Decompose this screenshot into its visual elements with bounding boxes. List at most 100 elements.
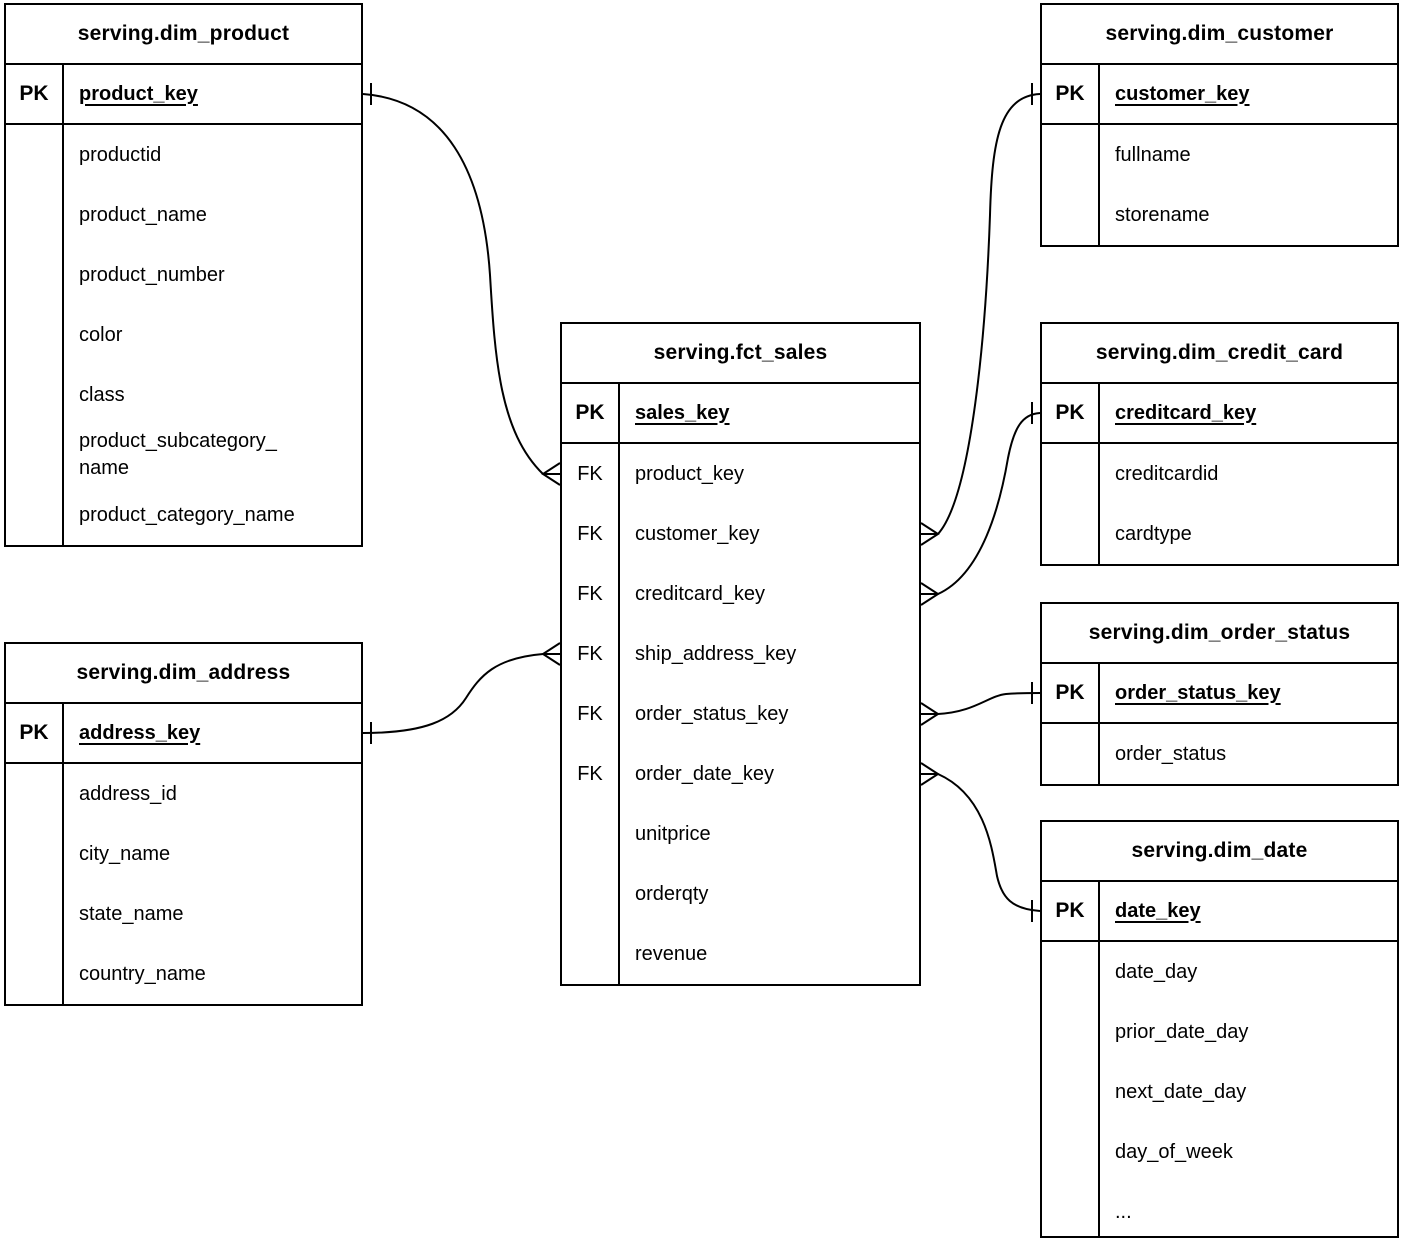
cardinality-many-crowfoot bbox=[541, 462, 561, 486]
field-row: state_name bbox=[6, 884, 361, 944]
cardinality-many-crowfoot bbox=[541, 642, 561, 666]
entity-dim-customer: serving.dim_customer PK customer_key ful… bbox=[1040, 3, 1399, 247]
key-badge bbox=[6, 764, 64, 824]
field-row: city_name bbox=[6, 824, 361, 884]
entity-title: serving.dim_customer bbox=[1042, 5, 1397, 65]
key-badge bbox=[6, 884, 64, 944]
field-name: ... bbox=[1115, 1201, 1132, 1223]
field-name: state_name bbox=[79, 902, 184, 925]
field-name: orderqty bbox=[635, 882, 709, 905]
field-name: address_id bbox=[79, 782, 177, 805]
cardinality-many-crowfoot bbox=[920, 522, 940, 546]
field-name: next_date_day bbox=[1115, 1080, 1247, 1103]
key-badge bbox=[562, 924, 620, 984]
relationship-fct-sales-to-date bbox=[920, 762, 1041, 922]
fk-badge: FK bbox=[562, 444, 620, 504]
key-badge bbox=[562, 804, 620, 864]
key-badge bbox=[1042, 125, 1100, 185]
key-badge bbox=[1042, 185, 1100, 245]
entity-title: serving.dim_credit_card bbox=[1042, 324, 1397, 384]
field-name: creditcardid bbox=[1115, 462, 1219, 485]
field-name: city_name bbox=[79, 842, 171, 865]
field-name: fullname bbox=[1115, 143, 1191, 166]
field-name: prior_date_day bbox=[1115, 1020, 1249, 1043]
field-row: fullname bbox=[1042, 125, 1397, 185]
relationship-wire bbox=[937, 412, 1041, 595]
pk-row: PK customer_key bbox=[1042, 65, 1397, 125]
fk-badge: FK bbox=[562, 624, 620, 684]
entity-title: serving.dim_order_status bbox=[1042, 604, 1397, 664]
pk-field: customer_key bbox=[1115, 82, 1250, 105]
key-badge bbox=[6, 305, 64, 365]
field-row: revenue bbox=[562, 924, 919, 984]
pk-field: date_key bbox=[1115, 899, 1201, 922]
entity-dim-credit-card: serving.dim_credit_card PK creditcard_ke… bbox=[1040, 322, 1399, 566]
field-name: product_subcategory_name bbox=[79, 430, 277, 479]
field-name: creditcard_key bbox=[635, 582, 766, 605]
field-name: product_name bbox=[79, 203, 207, 226]
field-row: productid bbox=[6, 125, 361, 185]
field-row: color bbox=[6, 305, 361, 365]
pk-badge: PK bbox=[1042, 882, 1100, 940]
relationship-wire bbox=[937, 692, 1041, 715]
field-row: country_name bbox=[6, 944, 361, 1004]
entity-fct-sales: serving.fct_sales PK sales_key FK product… bbox=[560, 322, 921, 986]
entity-title: serving.dim_date bbox=[1042, 822, 1397, 882]
key-badge bbox=[1042, 724, 1100, 784]
field-name: order_date_key bbox=[635, 762, 774, 785]
field-row: order_status bbox=[1042, 724, 1397, 784]
entity-dim-order-status: serving.dim_order_status PK order_status… bbox=[1040, 602, 1399, 786]
pk-row: PK address_key bbox=[6, 704, 361, 764]
fk-badge: FK bbox=[562, 564, 620, 624]
key-badge bbox=[1042, 1122, 1100, 1182]
field-row: product_category_name bbox=[6, 485, 361, 545]
pk-badge: PK bbox=[562, 384, 620, 442]
field-name: order_status_key bbox=[635, 702, 789, 725]
field-row: FK creditcard_key bbox=[562, 564, 919, 624]
field-name: product_number bbox=[79, 263, 225, 286]
field-name: revenue bbox=[635, 942, 708, 965]
key-badge bbox=[6, 425, 64, 485]
field-row: FK order_status_key bbox=[562, 684, 919, 744]
fk-badge: FK bbox=[562, 684, 620, 744]
field-name: product_key bbox=[635, 462, 744, 485]
field-name: productid bbox=[79, 143, 162, 166]
cardinality-many-crowfoot bbox=[920, 702, 940, 726]
field-name: class bbox=[79, 383, 125, 406]
pk-field: order_status_key bbox=[1115, 681, 1281, 704]
field-name: date_day bbox=[1115, 960, 1198, 983]
field-row: storename bbox=[1042, 185, 1397, 245]
field-row: next_date_day bbox=[1042, 1062, 1397, 1122]
key-badge bbox=[6, 125, 64, 185]
field-name: product_category_name bbox=[79, 503, 295, 526]
entity-dim-product: serving.dim_product PK product_key produ… bbox=[4, 3, 363, 547]
relationship-wire bbox=[362, 653, 544, 734]
key-badge bbox=[6, 824, 64, 884]
field-row: date_day bbox=[1042, 942, 1397, 1002]
key-badge bbox=[6, 944, 64, 1004]
field-row: address_id bbox=[6, 764, 361, 824]
pk-badge: PK bbox=[6, 704, 64, 762]
relationship-wire bbox=[362, 93, 544, 475]
field-row: product_name bbox=[6, 185, 361, 245]
pk-field: creditcard_key bbox=[1115, 401, 1257, 424]
field-name: ship_address_key bbox=[635, 642, 797, 665]
key-badge bbox=[1042, 1182, 1100, 1236]
field-row: creditcardid bbox=[1042, 444, 1397, 504]
field-name: color bbox=[79, 323, 123, 346]
entity-title: serving.fct_sales bbox=[562, 324, 919, 384]
relationship-fct-sales-to-customer bbox=[920, 83, 1041, 546]
fk-badge: FK bbox=[562, 504, 620, 564]
key-badge bbox=[6, 245, 64, 305]
pk-badge: PK bbox=[1042, 384, 1100, 442]
pk-field: address_key bbox=[79, 721, 201, 744]
field-name: unitprice bbox=[635, 822, 711, 845]
field-name: day_of_week bbox=[1115, 1140, 1233, 1163]
key-badge bbox=[1042, 1002, 1100, 1062]
pk-field: sales_key bbox=[635, 401, 730, 424]
pk-row: PK creditcard_key bbox=[1042, 384, 1397, 444]
